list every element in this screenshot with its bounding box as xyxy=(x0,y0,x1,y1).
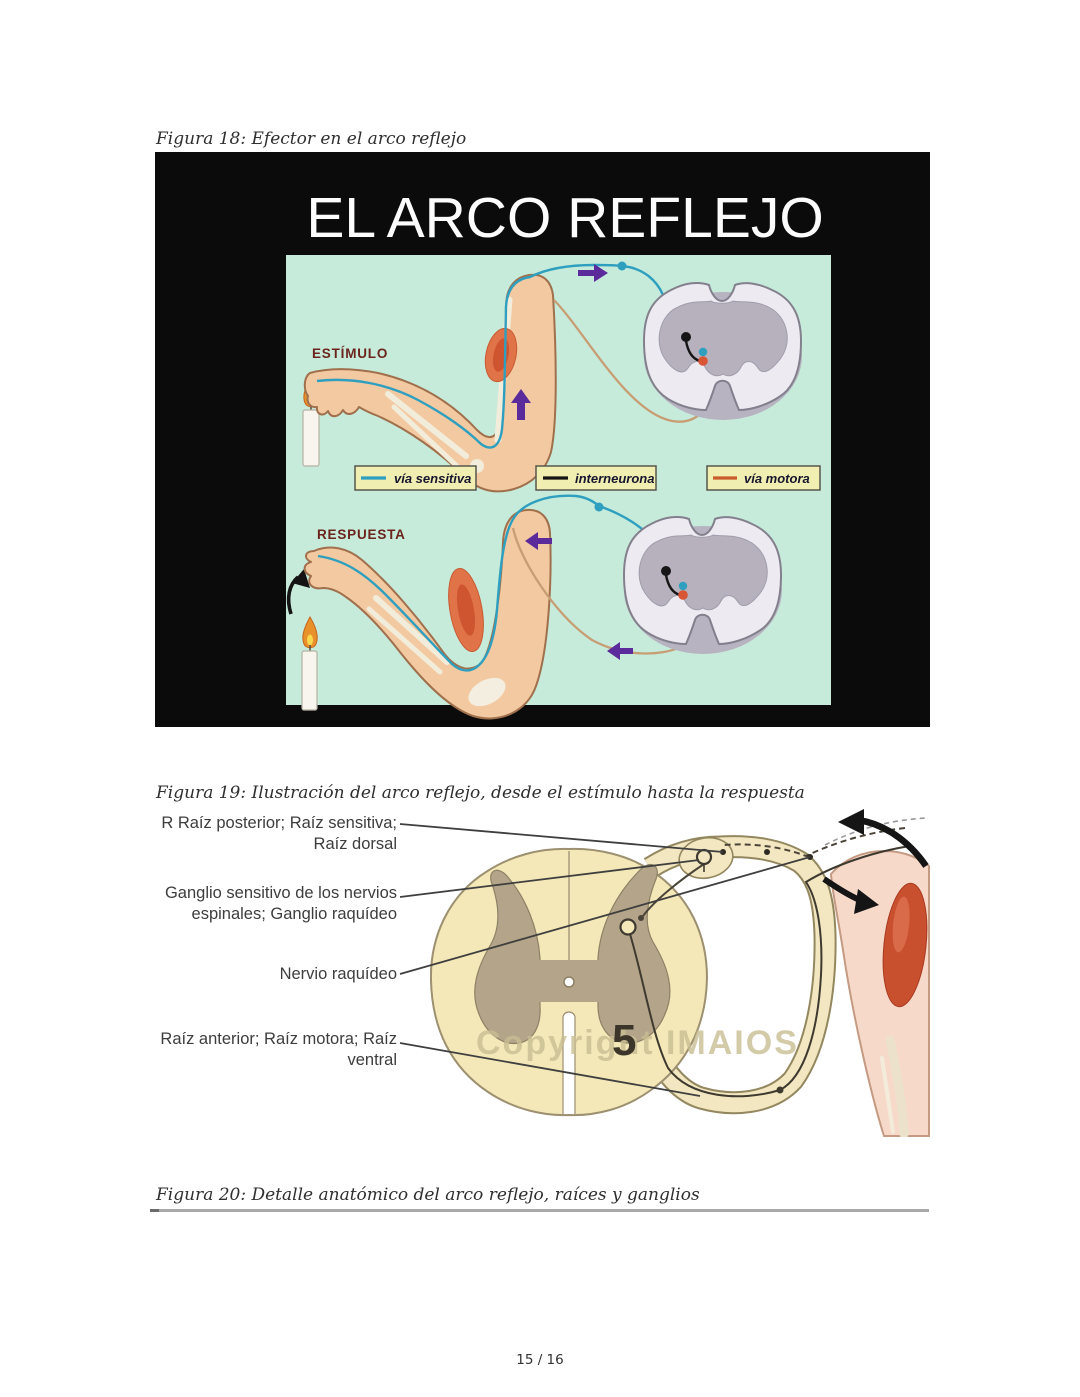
spinal-cord-cross-section xyxy=(622,515,784,656)
forearm-bone xyxy=(391,404,462,471)
direction-arrow-left-icon xyxy=(525,532,552,550)
figure-20-caption: Figura 20: Detalle anatómico del arco re… xyxy=(156,1185,700,1205)
motor-axon-dot xyxy=(776,1086,784,1094)
biceps-muscle-contracted xyxy=(448,568,484,652)
arm-illustration-anatomy xyxy=(829,849,930,1137)
forearm-bone xyxy=(366,606,443,675)
cord-gray-matter xyxy=(658,300,788,377)
arm-bone xyxy=(880,1056,895,1134)
ganglion-cell xyxy=(695,848,713,866)
leader-line-anterior-root xyxy=(399,1042,701,1097)
gray-matter-left xyxy=(474,869,541,1044)
sensory-node-dot xyxy=(617,261,627,271)
elbow-tendon xyxy=(468,677,506,707)
sensory-pathway-line xyxy=(317,494,685,672)
candle-response-icon xyxy=(301,615,318,711)
label-ganglion-line2: espinales; Ganglio raquídeo xyxy=(192,905,397,923)
legend-row: vía sensitiva interneurona vía motora xyxy=(354,465,821,491)
arm-skin xyxy=(303,508,552,720)
sensory-axon-dashed xyxy=(723,827,906,858)
response-label: RESPUESTA xyxy=(317,527,406,542)
leader-line-ganglion xyxy=(399,859,700,898)
forearm-bone xyxy=(385,391,469,459)
sensory-node-dot xyxy=(594,502,604,512)
root-point-dot xyxy=(764,849,770,855)
legend-label-sensory: vía sensitiva xyxy=(394,471,471,486)
forearm-bone xyxy=(373,595,450,665)
anatomy-labels: R Raíz posterior; Raíz sensitiva; Raíz d… xyxy=(160,814,397,1069)
motor-pathway-line xyxy=(553,299,708,423)
arm-muscle xyxy=(882,882,928,1008)
watermark-text: Copyright IMAIOS xyxy=(476,1024,799,1062)
legend-label-interneuron: interneurona xyxy=(575,471,654,486)
candle-body xyxy=(301,650,318,711)
response-scene: RESPUESTA xyxy=(286,494,784,720)
interneuron-dot xyxy=(681,332,691,342)
trajectory-dashed-line xyxy=(824,817,927,846)
spinal-cord-cross-section xyxy=(642,281,803,420)
arm-bone xyxy=(885,1035,909,1137)
rotation-arrow-icon xyxy=(857,816,929,868)
figure-19-caption: Figura 19: Ilustración del arco reflejo,… xyxy=(156,783,805,803)
sensory-axon-central xyxy=(642,863,705,917)
page-number: 15 / 16 xyxy=(516,1352,564,1368)
figure-mark: 5 xyxy=(612,1016,636,1065)
label-anterior-root-line2: ventral xyxy=(347,1051,397,1069)
arm-illustration-response xyxy=(303,508,552,720)
direction-arrow-left-icon xyxy=(607,642,633,660)
leader-line-posterior-root xyxy=(399,823,724,853)
legend-label-motor: vía motora xyxy=(744,471,810,486)
candle-body xyxy=(302,409,320,467)
stimulus-label: ESTÍMULO xyxy=(312,346,388,361)
leader-lines xyxy=(399,823,811,1097)
flame-core xyxy=(307,634,313,646)
direction-arrow-up-icon xyxy=(511,389,531,420)
rotation-arrowhead xyxy=(854,889,879,914)
motor-axon xyxy=(629,845,911,1098)
figure-18-caption: Figura 18: Efector en el arco reflejo xyxy=(156,129,467,149)
anterior-fissure xyxy=(562,1011,576,1114)
spinal-nerve-loop xyxy=(643,835,837,1115)
movement-arrows xyxy=(822,809,929,914)
spinal-cord-cross-section-anatomy xyxy=(429,847,709,1117)
label-ganglion-line1: Ganglio sensitivo de los nervios xyxy=(165,884,397,902)
gray-matter-right xyxy=(597,863,671,1044)
label-spinal-nerve: Nervio raquídeo xyxy=(280,965,397,983)
next-figure-top-edge xyxy=(150,1209,929,1212)
leader-line-spinal-nerve xyxy=(399,856,811,975)
motor-neuron-soma xyxy=(619,918,637,936)
label-posterior-root-line2: Raíz dorsal xyxy=(314,835,397,853)
arco-reflejo-anatomy-diagram: Copyright IMAIOS 5 xyxy=(140,805,930,1137)
arco-reflejo-diagram: EL ARCO REFLEJO ESTÍMULO xyxy=(155,152,930,727)
central-canal xyxy=(563,976,575,988)
rotation-arrowhead xyxy=(838,809,864,835)
motor-neuron-dot xyxy=(698,356,708,366)
figure1-title: EL ARCO REFLEJO xyxy=(306,186,823,250)
label-anterior-root-line1: Raíz anterior; Raíz motora; Raíz xyxy=(160,1030,397,1048)
label-posterior-root-line1: R Raíz posterior; Raíz sensitiva; xyxy=(161,814,397,832)
stimulus-scene: ESTÍMULO xyxy=(302,261,803,493)
withdraw-arrowhead xyxy=(292,569,310,588)
direction-arrow-right-icon xyxy=(578,264,608,282)
sensory-pathway-line xyxy=(316,263,698,449)
sensory-terminal-dot xyxy=(698,347,708,357)
sensory-terminal-dot xyxy=(638,915,644,921)
